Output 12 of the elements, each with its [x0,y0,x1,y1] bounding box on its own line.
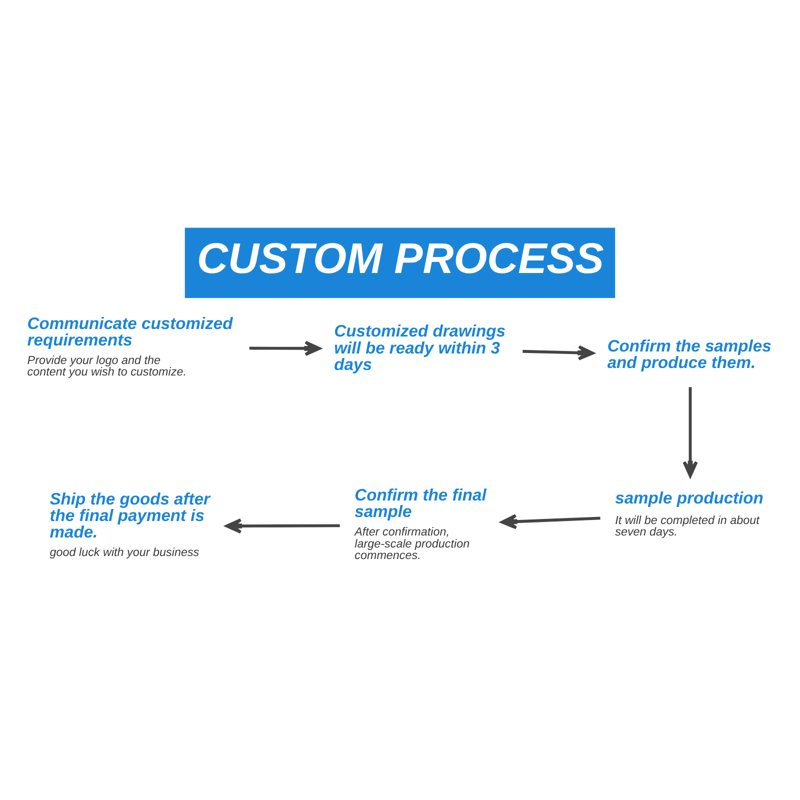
arrow [522,344,594,360]
node-text: Ship the goods after the final payment is made. good luck with your business [50,489,210,559]
arrow [249,340,321,356]
arrow [225,518,340,534]
arrow [682,386,698,477]
node-text: Confirm the final sample After confirmation, large-scale production commences. [354,485,486,562]
node-text: sample production It will be completed in about seven days. [615,488,764,538]
node-text: Communicate customized requirements Provide your logo and the content you wish to customize. [27,313,233,378]
arrow [500,514,600,529]
node-text: Confirm the samples and produce them. [607,336,772,372]
diagram-title: CUSTOM PROCESS [197,234,604,282]
node-text: Customized drawings will be ready within 3 days [334,321,506,374]
